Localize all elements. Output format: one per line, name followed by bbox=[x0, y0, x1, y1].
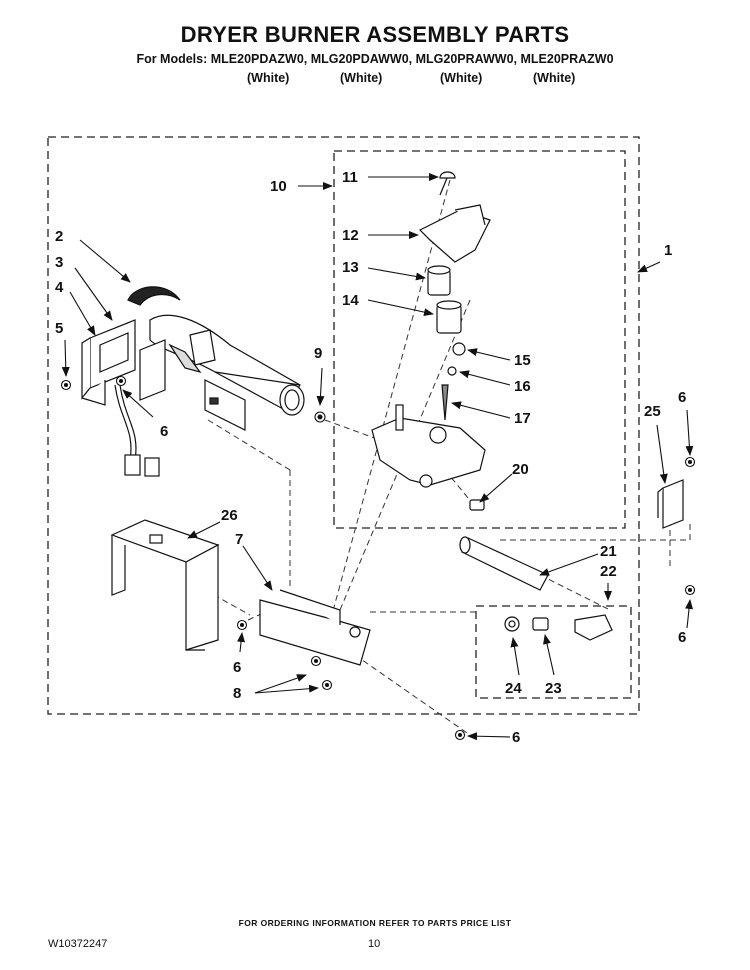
callout-20: 20 bbox=[512, 461, 529, 478]
callout-16: 16 bbox=[514, 378, 531, 395]
burner-tube-part bbox=[127, 286, 305, 431]
screw-icons bbox=[60, 375, 696, 741]
callout-26: 26 bbox=[221, 507, 238, 524]
callout-21: 21 bbox=[600, 543, 617, 560]
callout-labels: 1 2 3 4 5 6 6 6 6 6 7 8 9 10 11 12 13 14… bbox=[55, 169, 686, 746]
callout-2: 2 bbox=[55, 228, 63, 245]
mounting-bracket-part bbox=[259, 589, 371, 666]
callout-6-bottom: 6 bbox=[512, 729, 520, 746]
callout-22: 22 bbox=[600, 563, 617, 580]
assembly-dash-lines bbox=[204, 179, 691, 736]
callout-6-right-top: 6 bbox=[678, 389, 686, 406]
callout-8: 8 bbox=[233, 685, 241, 702]
igniter-bracket-part bbox=[81, 319, 166, 406]
callout-6-left: 6 bbox=[160, 423, 168, 440]
callout-12: 12 bbox=[342, 227, 359, 244]
right-bracket-part bbox=[657, 479, 684, 529]
callout-13: 13 bbox=[342, 259, 359, 276]
callout-14: 14 bbox=[342, 292, 359, 309]
gas-pipe-part bbox=[459, 536, 613, 641]
assembly-boundary bbox=[47, 136, 640, 715]
callout-3: 3 bbox=[55, 254, 63, 271]
valve-assembly-boundary bbox=[333, 150, 626, 529]
page-title: DRYER BURNER ASSEMBLY PARTS bbox=[180, 22, 570, 47]
callout-25: 25 bbox=[644, 403, 661, 420]
callout-9: 9 bbox=[314, 345, 322, 362]
support-bracket-part bbox=[110, 519, 220, 651]
callout-5: 5 bbox=[55, 320, 63, 337]
document-number: W10372247 bbox=[48, 938, 108, 950]
callout-7: 7 bbox=[235, 531, 243, 548]
page-number: 10 bbox=[368, 938, 381, 950]
callout-1: 1 bbox=[664, 242, 672, 259]
orifice-assembly-boundary bbox=[475, 605, 632, 699]
callout-17: 17 bbox=[514, 410, 531, 427]
color-label-1: (White) bbox=[247, 71, 290, 85]
color-label-3: (White) bbox=[440, 71, 483, 85]
color-label-4: (White) bbox=[533, 71, 576, 85]
callout-6-right-bottom: 6 bbox=[678, 629, 686, 646]
callout-11: 11 bbox=[342, 169, 358, 186]
color-label-2: (White) bbox=[340, 71, 383, 85]
callout-24: 24 bbox=[505, 680, 522, 697]
callout-arrows bbox=[61, 173, 694, 741]
gas-valve-part bbox=[371, 171, 491, 511]
callout-15: 15 bbox=[514, 352, 531, 369]
callout-6-bracket: 6 bbox=[233, 659, 241, 676]
igniter-wire bbox=[114, 384, 160, 477]
model-list: For Models: MLE20PDAZW0, MLG20PDAWW0, ML… bbox=[136, 52, 614, 66]
callout-10: 10 bbox=[270, 178, 287, 195]
callout-23: 23 bbox=[545, 680, 562, 697]
callout-4: 4 bbox=[55, 279, 64, 296]
ordering-info: FOR ORDERING INFORMATION REFER TO PARTS … bbox=[238, 918, 512, 928]
